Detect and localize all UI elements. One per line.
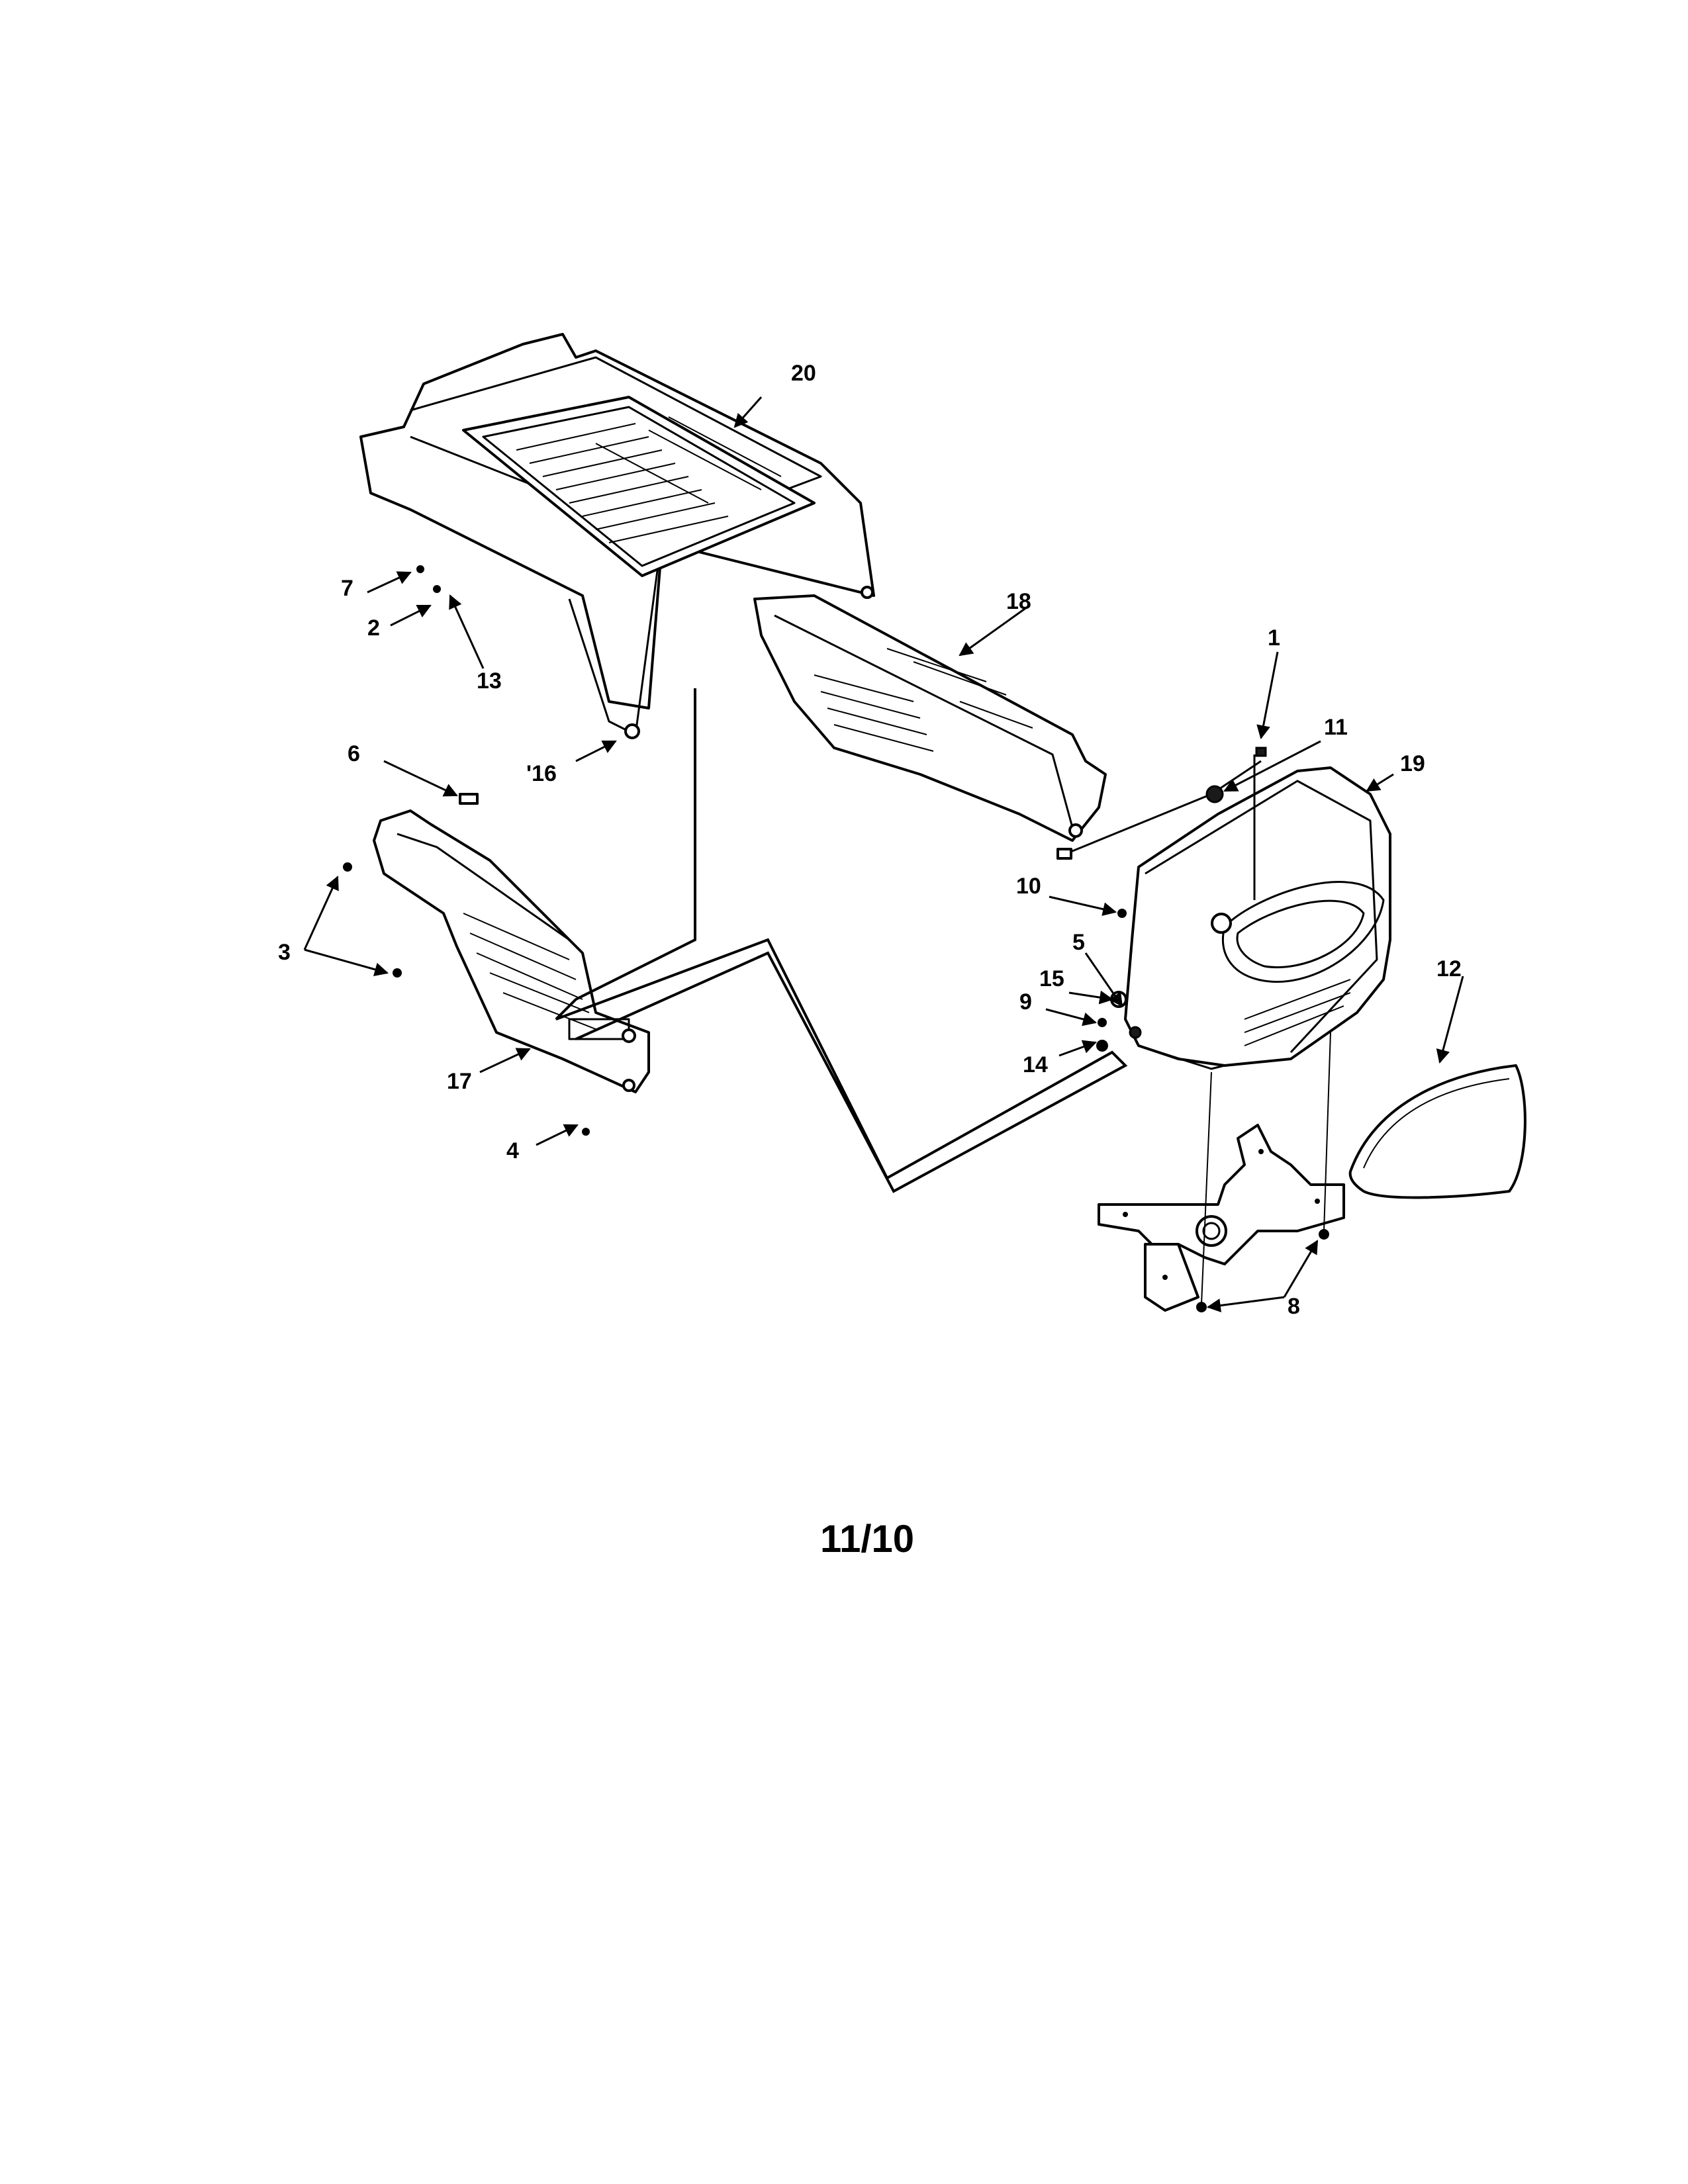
callout-2: 2 bbox=[367, 615, 380, 641]
hood-vent-slots bbox=[516, 416, 782, 543]
page-number: 11/10 bbox=[820, 1518, 914, 1561]
callout-labels: 1 2 3 4 5 6 7 8 9 10 11 12 13 14 15 '16 … bbox=[278, 361, 1462, 1319]
callout-5: 5 bbox=[1072, 930, 1085, 955]
side-panel-left-vents bbox=[463, 913, 596, 1030]
callout-6: 6 bbox=[348, 741, 360, 766]
callout-12: 12 bbox=[1436, 956, 1462, 981]
callout-1: 1 bbox=[1268, 625, 1280, 651]
callout-13: 13 bbox=[477, 668, 502, 694]
callout-10: 10 bbox=[1016, 874, 1041, 899]
side-panel-vents bbox=[814, 648, 1033, 752]
wire-harness-part bbox=[1056, 747, 1267, 900]
callout-15: 15 bbox=[1039, 966, 1064, 991]
leader-lines bbox=[303, 396, 1464, 1312]
callout-8: 8 bbox=[1288, 1294, 1300, 1319]
callout-18: 18 bbox=[1006, 589, 1031, 614]
grille-insert-part bbox=[1348, 1064, 1526, 1199]
callout-4: 4 bbox=[506, 1138, 519, 1163]
callout-14: 14 bbox=[1023, 1052, 1048, 1077]
callout-16: '16 bbox=[526, 761, 557, 786]
fasteners bbox=[343, 565, 1329, 1312]
callout-11: 11 bbox=[1324, 715, 1348, 740]
callout-20: 20 bbox=[791, 361, 816, 386]
grille-nose-part bbox=[1124, 766, 1391, 1070]
callout-9: 9 bbox=[1019, 989, 1032, 1015]
side-panel-right-part bbox=[753, 594, 1107, 842]
grille-slots bbox=[1244, 979, 1351, 1046]
callout-17: 17 bbox=[447, 1069, 472, 1094]
callout-19: 19 bbox=[1400, 751, 1425, 776]
front-bracket-part bbox=[1098, 1124, 1345, 1312]
assembly-path bbox=[555, 688, 1128, 1193]
side-panel-left-part bbox=[373, 809, 650, 1093]
callout-3: 3 bbox=[278, 940, 291, 965]
callout-7: 7 bbox=[341, 576, 353, 601]
